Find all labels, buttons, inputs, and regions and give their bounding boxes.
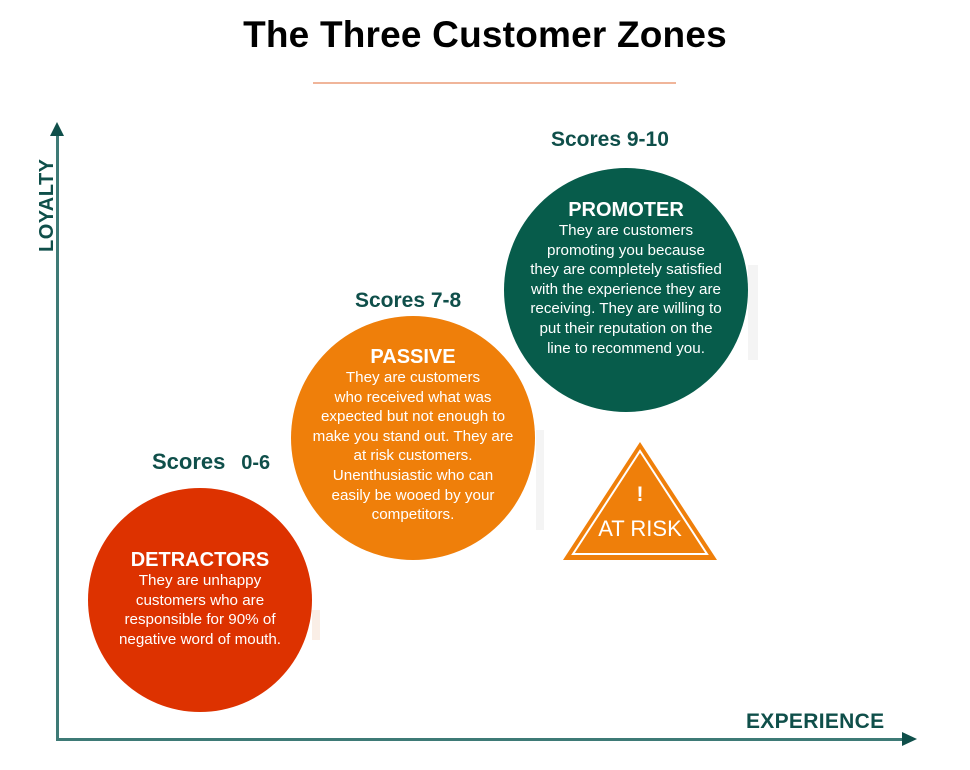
description-line: negative word of mouth.: [118, 630, 282, 648]
description-line: expected but not enough to: [320, 408, 506, 426]
x-axis-line: [56, 738, 904, 741]
score-range: 0-6: [241, 452, 271, 474]
passive-zone-circle: PASSIVE They are customers who received …: [291, 316, 535, 560]
passive-description: They are customers who received what was…: [291, 368, 535, 525]
description-line: make you stand out. They are: [312, 427, 514, 445]
description-line: customers who are: [135, 591, 265, 609]
passive-heading: PASSIVE: [370, 346, 456, 368]
score-word: Scores: [152, 449, 226, 474]
y-axis-line: [56, 134, 59, 739]
description-line: line to recommend you.: [547, 339, 705, 357]
description-line: easily be wooed by your: [331, 486, 495, 504]
passive-score-label: Scores 7-8: [355, 289, 462, 312]
background-shadow: [312, 610, 320, 640]
description-line: competitors.: [371, 506, 455, 524]
detractors-heading: DETRACTORS: [130, 549, 270, 571]
warning-triangle-icon: [563, 442, 717, 560]
promoter-zone-circle: PROMOTER They are customers promoting yo…: [504, 168, 748, 412]
description-line: Unenthusiastic who can: [332, 466, 494, 484]
description-line: responsible for 90% of: [124, 611, 276, 629]
page-title: The Three Customer Zones: [243, 14, 727, 55]
promoter-heading: PROMOTER: [568, 199, 684, 221]
y-axis-label: LOYALTY: [36, 158, 58, 252]
warning-label: AT RISK: [598, 516, 682, 541]
promoter-score-label: Scores 9-10: [551, 128, 669, 151]
background-shadow: [748, 265, 758, 360]
detractors-zone-circle: DETRACTORS They are unhappy customers wh…: [88, 488, 312, 712]
background-shadow: [536, 430, 544, 530]
description-line: They are unhappy: [138, 572, 262, 589]
title-divider: [313, 82, 676, 84]
detractors-description: They are unhappy customers who are respo…: [88, 571, 312, 649]
warning-exclamation: !: [636, 483, 644, 506]
description-line: receiving. They are willing to: [530, 300, 722, 318]
description-line: put their reputation on the: [539, 319, 713, 337]
x-axis-arrow-icon: [902, 732, 917, 746]
description-line: They are customers: [345, 369, 481, 386]
description-line: with the experience they are: [531, 280, 721, 298]
description-line: They are customers: [558, 222, 694, 239]
description-line: who received what was: [334, 388, 492, 406]
y-axis-arrow-icon: [50, 122, 64, 136]
promoter-description: They are customers promoting you because…: [504, 221, 748, 358]
detractors-score-label: Scores 0-6: [152, 449, 270, 475]
description-line: they are completely satisfied: [530, 261, 722, 279]
x-axis-label: EXPERIENCE: [746, 710, 885, 733]
description-line: at risk customers.: [353, 447, 473, 465]
description-line: promoting you because: [547, 241, 705, 259]
